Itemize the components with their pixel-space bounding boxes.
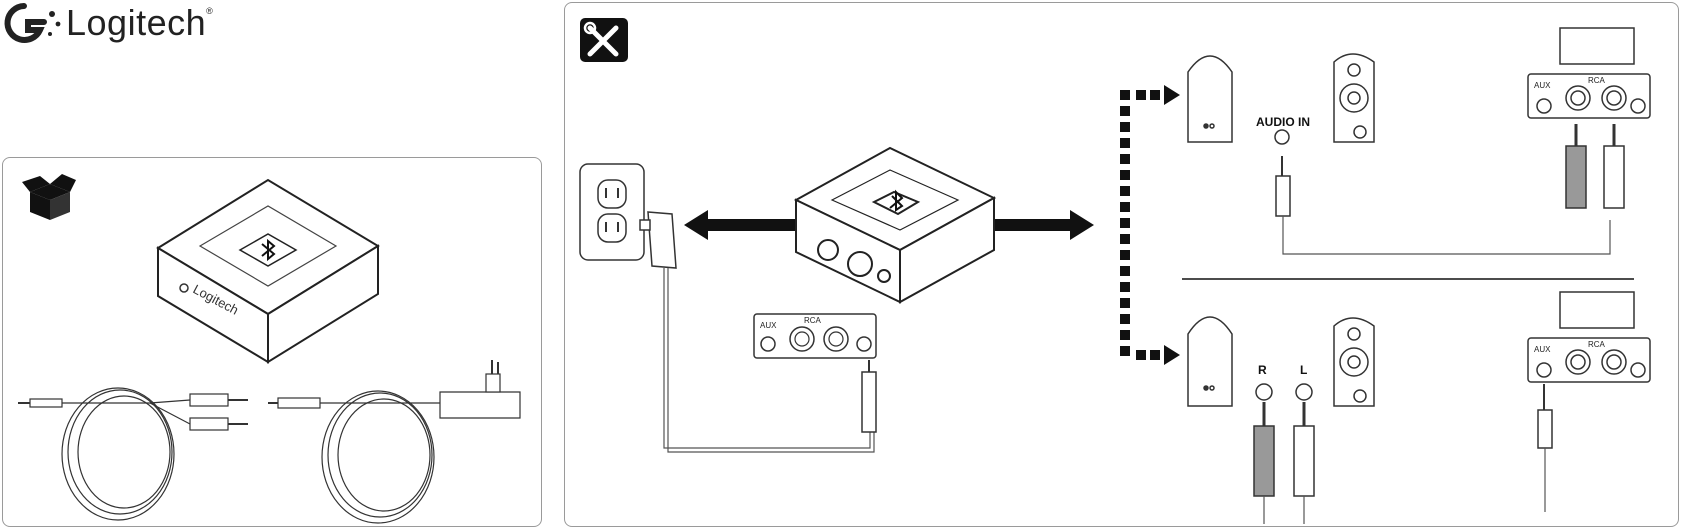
wireless-speaker-bottom	[1188, 317, 1232, 406]
power-jack-plug	[862, 360, 876, 432]
audio-in-label: AUDIO IN	[1256, 115, 1310, 129]
rca-label-bottom: RCA	[1588, 340, 1606, 349]
power-arrow	[684, 210, 800, 240]
bluetooth-receiver-central	[796, 148, 994, 302]
aux-label-top: AUX	[1534, 81, 1551, 90]
tools-icon	[580, 18, 628, 62]
rca-panel-top	[1528, 28, 1650, 208]
rca-plugs-bottom	[1254, 384, 1314, 524]
rca-panel-bottom	[1528, 292, 1650, 512]
multimedia-speaker-top	[1334, 54, 1374, 142]
right-channel-label: R	[1258, 363, 1267, 377]
output-arrow	[990, 210, 1094, 240]
jack-panel-center: AUX RCA	[754, 314, 876, 432]
aux-label-bottom: AUX	[1534, 345, 1551, 354]
rca-label-top: RCA	[1588, 76, 1606, 85]
left-channel-label: L	[1300, 363, 1307, 377]
wireless-speaker-top	[1188, 56, 1232, 142]
dashed-connector	[1120, 85, 1180, 365]
aux-label: AUX	[760, 321, 777, 330]
rca-label: RCA	[804, 316, 822, 325]
audio-in-jack	[1275, 130, 1610, 254]
multimedia-speaker-bottom	[1334, 318, 1374, 406]
wall-outlet	[580, 164, 644, 260]
